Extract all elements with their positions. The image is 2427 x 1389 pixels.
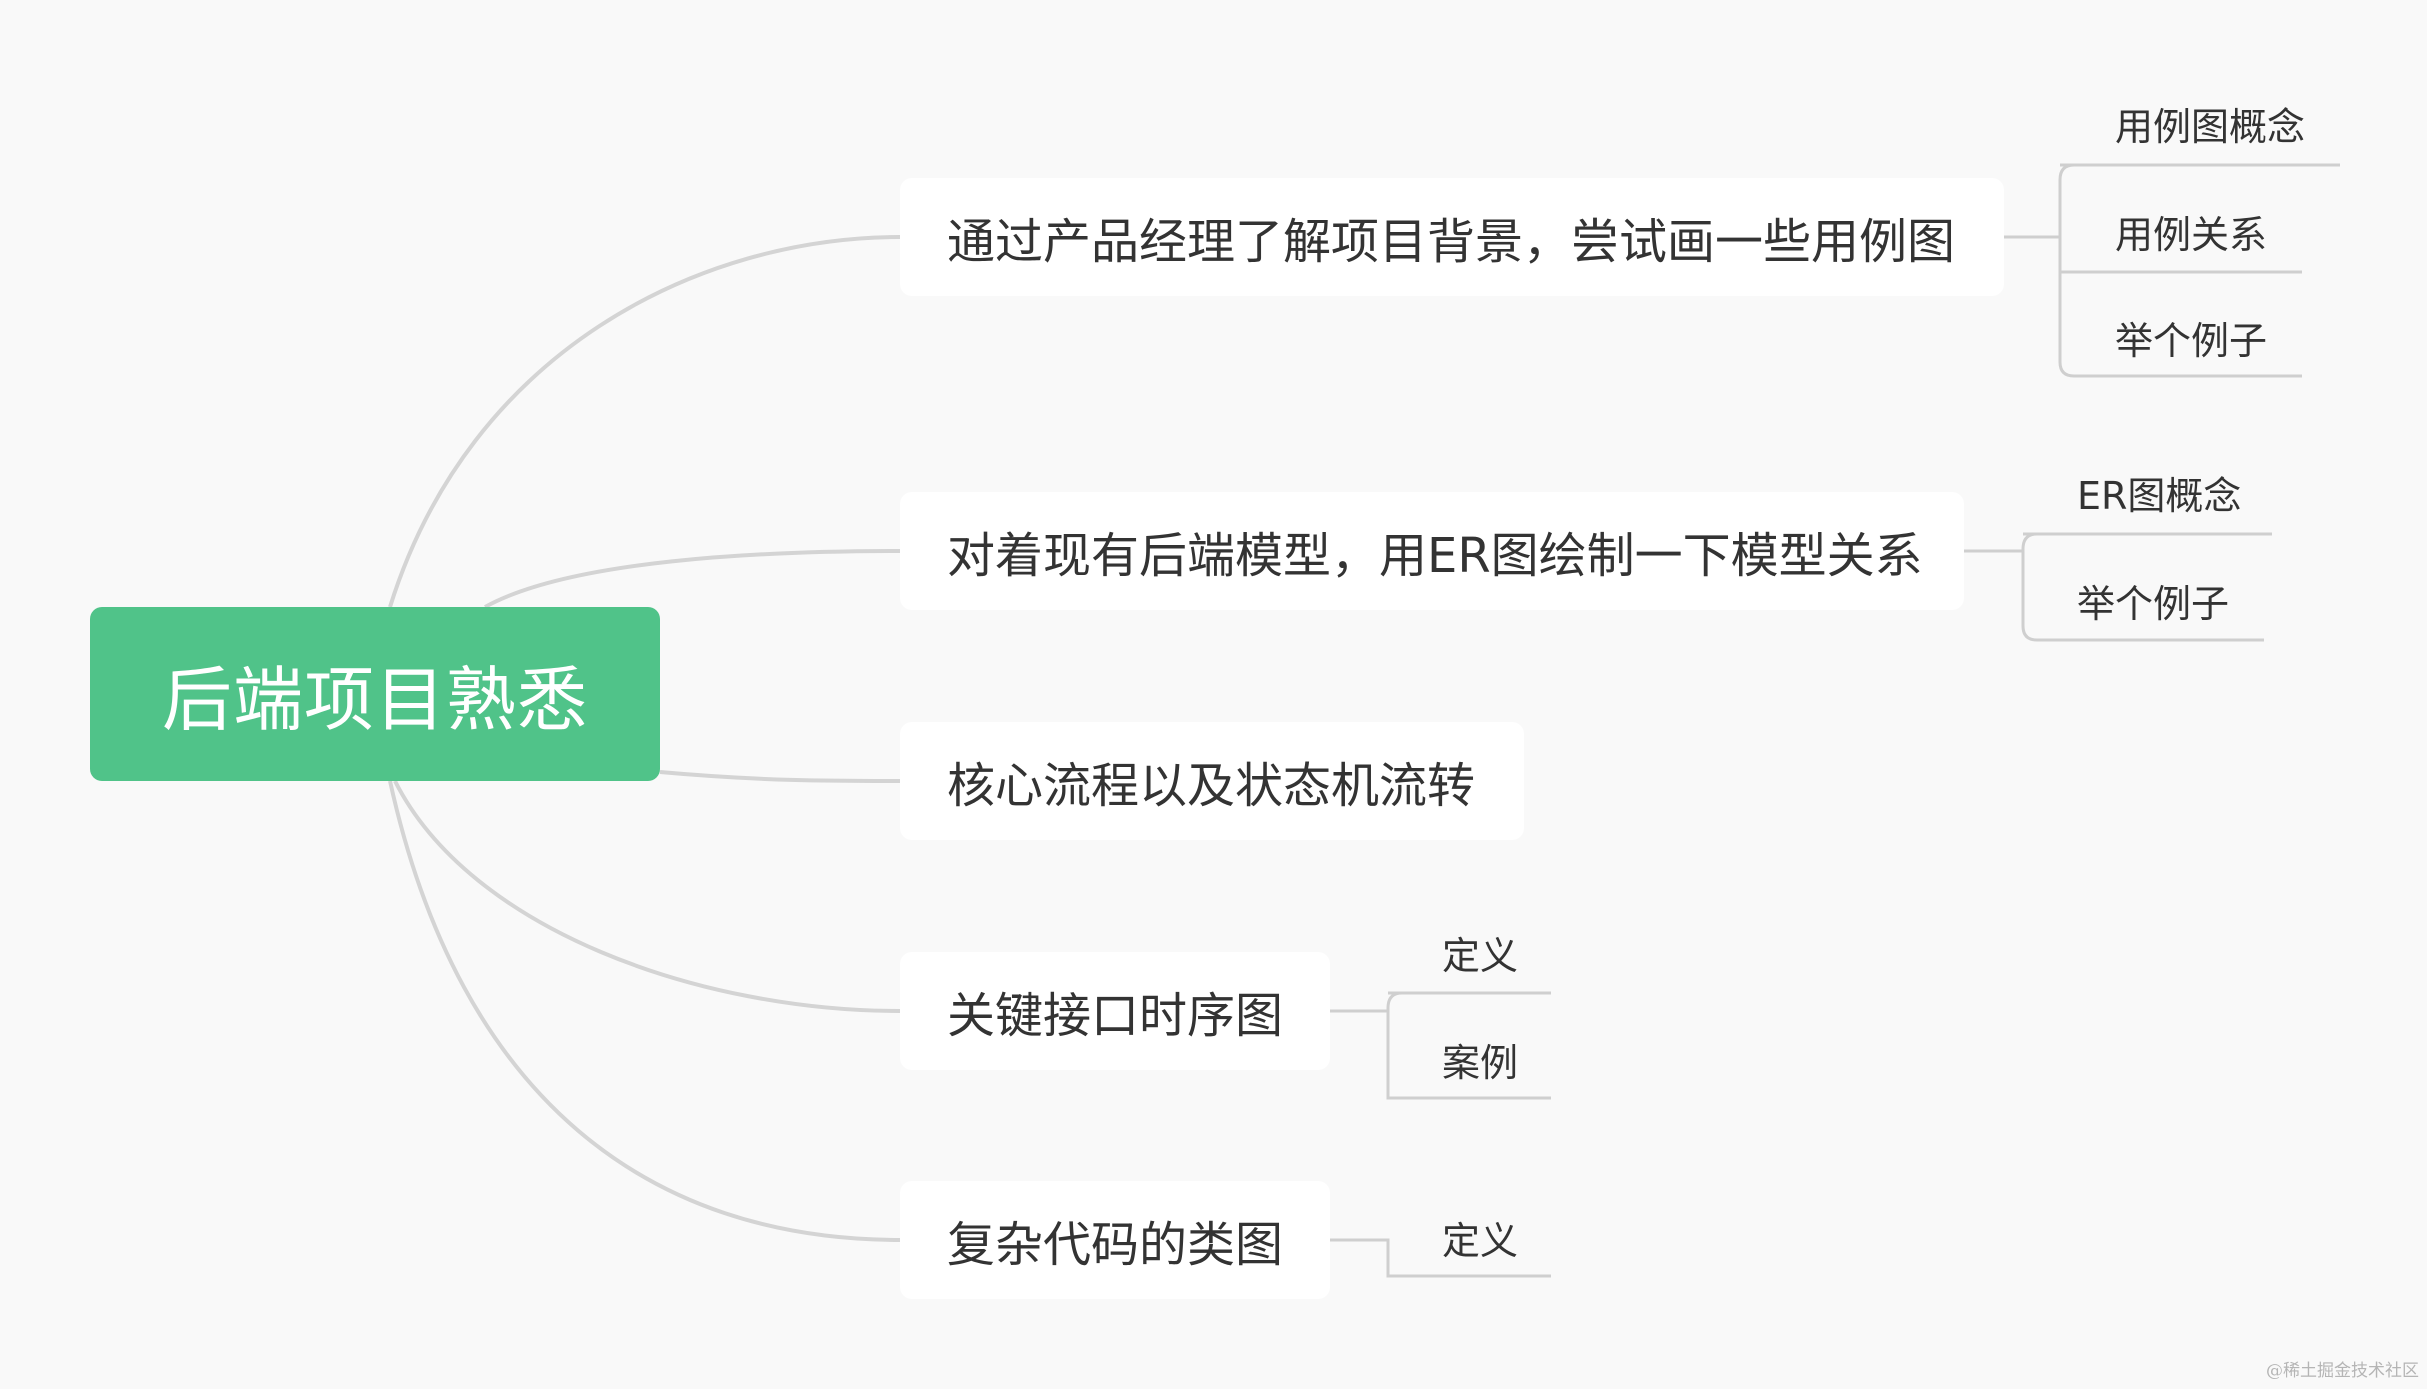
- branch-topic-5[interactable]: 复杂代码的类图: [900, 1181, 1330, 1299]
- bracket-branch-5: [1330, 1238, 1551, 1278]
- root-branch-curves: [388, 235, 901, 1242]
- branch-topic-4[interactable]: 关键接口时序图: [900, 952, 1330, 1070]
- watermark: @稀土掘金技术社区: [2266, 1361, 2419, 1381]
- curve-branch-1: [388, 235, 901, 608]
- leaf-topic-4-1[interactable]: 定义: [1442, 934, 1519, 978]
- leaf-topic-1-1[interactable]: 用例图概念: [2115, 105, 2306, 149]
- leaf-topic-4-2[interactable]: 案例: [1442, 1041, 1519, 1085]
- curve-branch-3: [659, 770, 901, 783]
- branch-topic-2[interactable]: 对着现有后端模型，用ER图绘制一下模型关系: [900, 492, 1964, 610]
- leaf-topic-2-2[interactable]: 举个例子: [2077, 582, 2230, 626]
- bracket-branch-2: [1964, 532, 2038, 642]
- curve-branch-5: [388, 780, 901, 1242]
- leaf-topic-1-3[interactable]: 举个例子: [2115, 319, 2268, 363]
- leaf-topic-1-2[interactable]: 用例关系: [2115, 213, 2268, 257]
- branch-topic-3[interactable]: 核心流程以及状态机流转: [900, 722, 1524, 840]
- leaf-topic-2-1[interactable]: ER图概念: [2077, 474, 2242, 518]
- curve-branch-4: [393, 780, 901, 1013]
- leaf-topic-5-1[interactable]: 定义: [1442, 1219, 1519, 1263]
- curve-branch-2: [484, 549, 901, 609]
- leaf-brackets: [1330, 163, 2340, 1278]
- root-topic[interactable]: 后端项目熟悉: [90, 607, 660, 781]
- branch-topic-1[interactable]: 通过产品经理了解项目背景，尝试画一些用例图: [900, 178, 2004, 296]
